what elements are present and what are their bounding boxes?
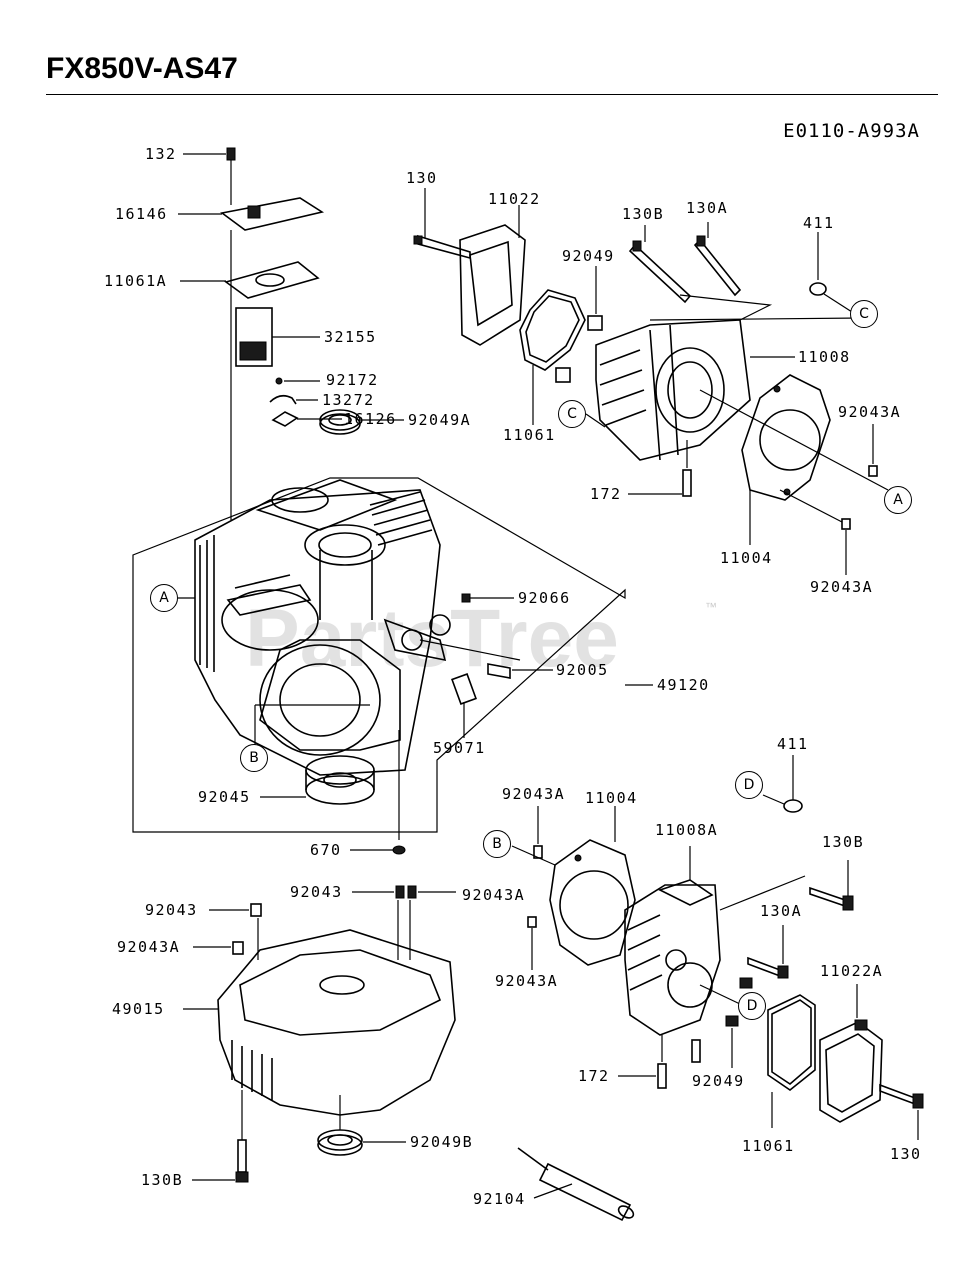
part-label-92043a-c: 92043A	[117, 938, 181, 956]
part-label-411-top: 411	[803, 214, 835, 232]
part-label-11004-top: 11004	[720, 549, 773, 567]
part-label-11061-bot: 11061	[742, 1137, 795, 1155]
part-label-11061a: 11061A	[104, 272, 168, 290]
cylinder-head-11008	[555, 222, 889, 491]
page-title: FX850V-AS47	[46, 52, 238, 85]
sealant-tube-92104	[517, 1147, 635, 1222]
oil-seal-92049a	[319, 409, 404, 435]
part-label-92045: 92045	[198, 788, 251, 806]
part-label-130-top: 130	[406, 169, 438, 187]
part-label-92104: 92104	[473, 1190, 526, 1208]
part-label-130b-top: 130B	[622, 205, 665, 223]
plug-670	[350, 730, 406, 855]
part-label-92043a-d: 92043A	[495, 972, 559, 990]
part-label-92043a-right-2: 92043A	[810, 578, 874, 596]
lower-head-assembly	[352, 806, 854, 1089]
part-label-172-bot: 172	[578, 1067, 610, 1085]
part-label-92172: 92172	[326, 371, 379, 389]
ref-circle-a-left: A	[150, 584, 178, 612]
part-label-130a-mid: 130A	[760, 902, 803, 920]
part-label-92043a-mid: 92043A	[502, 785, 566, 803]
part-label-92043-a: 92043	[290, 883, 343, 901]
part-label-11008a: 11008A	[655, 821, 719, 839]
crankcase-group-outline	[132, 477, 626, 833]
diagram-code: E0110-A993A	[783, 120, 920, 142]
part-label-92049-top: 92049	[562, 247, 615, 265]
part-label-11008: 11008	[798, 348, 851, 366]
part-label-11022: 11022	[488, 190, 541, 208]
part-label-92066: 92066	[518, 589, 571, 607]
watermark-trademark: ™	[705, 600, 717, 614]
part-label-11022a: 11022A	[820, 962, 884, 980]
washer-411-top	[809, 232, 853, 313]
part-label-49015: 49015	[112, 1000, 165, 1018]
dowel-pins-right	[779, 424, 878, 575]
crankcase-block	[194, 479, 451, 776]
part-label-92005: 92005	[556, 661, 609, 679]
part-label-130b-mid: 130B	[822, 833, 865, 851]
rocker-cover-group-top	[413, 188, 586, 425]
part-label-172-top: 172	[590, 485, 622, 503]
ref-circle-a-right: A	[884, 486, 912, 514]
part-label-59071: 59071	[433, 739, 486, 757]
breather-stack	[178, 147, 342, 520]
ref-circle-c-top: C	[850, 300, 878, 328]
ref-circle-c-mid: C	[558, 400, 586, 428]
part-label-411-mid: 411	[777, 735, 809, 753]
part-label-92049-bot: 92049	[692, 1072, 745, 1090]
part-label-11061-top: 11061	[503, 426, 556, 444]
crankcase-small-parts	[419, 593, 653, 738]
part-label-130a-top: 130A	[686, 199, 729, 217]
part-label-130-bot: 130	[890, 1145, 922, 1163]
washer-411-mid	[762, 755, 803, 813]
part-label-92043a-b: 92043A	[462, 886, 526, 904]
part-label-13272: 13272	[322, 391, 375, 409]
part-label-670: 670	[310, 841, 342, 859]
rocker-cover-group-bottom	[767, 984, 924, 1140]
ref-circle-b-mid: B	[483, 830, 511, 858]
part-label-32155: 32155	[324, 328, 377, 346]
part-label-132: 132	[145, 145, 177, 163]
lower-crankcase-49015	[183, 900, 456, 1183]
bearing-92045	[260, 755, 375, 805]
ref-circle-b-left: B	[240, 744, 268, 772]
part-label-16126: 16126	[344, 410, 397, 428]
head-gasket-11004-top	[741, 374, 831, 545]
part-label-11004-mid: 11004	[585, 789, 638, 807]
ref-circle-d-mid: D	[735, 771, 763, 799]
part-label-130b-bot: 130B	[141, 1171, 184, 1189]
part-label-92049a: 92049A	[408, 411, 472, 429]
part-label-92043a-right-1: 92043A	[838, 403, 902, 421]
part-label-16146: 16146	[115, 205, 168, 223]
oil-seal-92049b	[317, 1095, 406, 1156]
stud-172-top	[628, 440, 692, 497]
part-label-49120: 49120	[657, 676, 710, 694]
ref-circle-d-low: D	[738, 992, 766, 1020]
title-divider	[46, 94, 938, 95]
part-label-92049b: 92049B	[410, 1133, 474, 1151]
part-label-92043-b: 92043	[145, 901, 198, 919]
